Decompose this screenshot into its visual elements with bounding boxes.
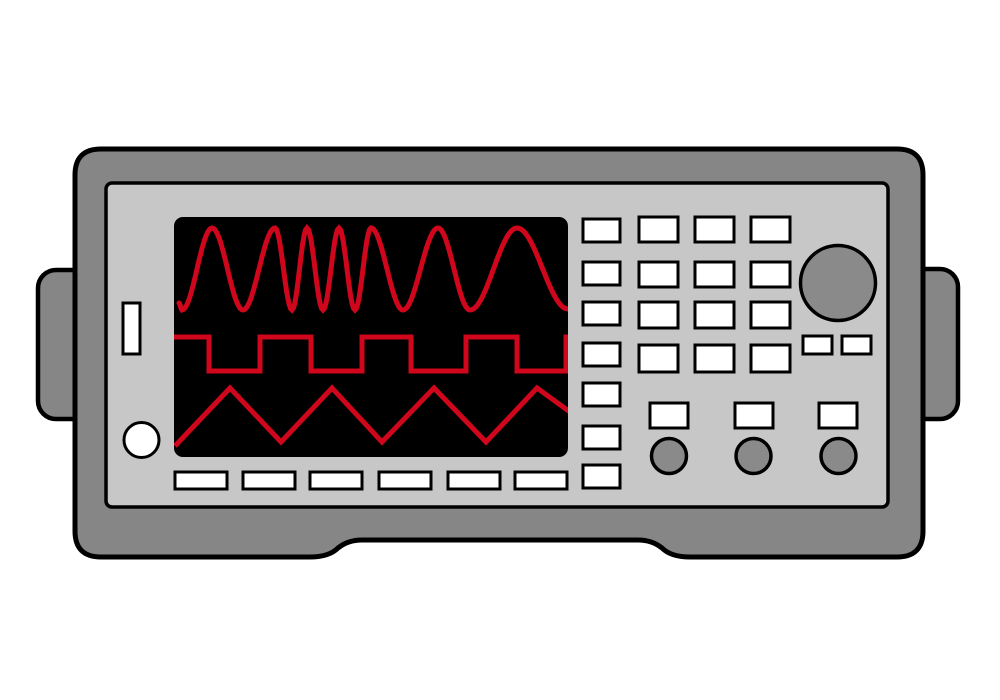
bnc-output-connector[interactable] [819, 436, 858, 476]
knob-button[interactable] [801, 334, 834, 356]
keypad-button[interactable] [749, 260, 792, 289]
keypad-button[interactable] [693, 343, 736, 374]
power-switch-slot[interactable] [121, 301, 142, 356]
keypad-button[interactable] [637, 300, 680, 330]
rotary-knob[interactable] [798, 243, 878, 323]
softkey-button[interactable] [241, 470, 297, 491]
menu-button[interactable] [581, 463, 622, 490]
keypad-button[interactable] [637, 260, 680, 289]
knob-button[interactable] [840, 334, 873, 356]
menu-button[interactable] [581, 341, 622, 368]
keypad-button[interactable] [637, 215, 680, 244]
softkey-button[interactable] [377, 470, 433, 491]
channel-button[interactable] [817, 401, 859, 430]
menu-button[interactable] [581, 424, 622, 451]
softkey-button[interactable] [513, 470, 569, 491]
softkey-row [173, 470, 569, 491]
softkey-button[interactable] [173, 470, 229, 491]
sine-waveform [176, 224, 568, 314]
channel-button[interactable] [648, 401, 690, 430]
triangle-waveform [174, 384, 568, 448]
menu-button[interactable] [581, 381, 622, 408]
softkey-button[interactable] [446, 470, 502, 491]
power-button[interactable] [122, 421, 161, 459]
keypad-button[interactable] [693, 300, 736, 330]
softkey-button[interactable] [308, 470, 364, 491]
knob-buttons [801, 334, 873, 356]
keypad-button[interactable] [749, 300, 792, 330]
output-channel-section [648, 401, 859, 476]
keypad-button[interactable] [637, 343, 680, 374]
square-waveform [174, 334, 568, 374]
bnc-output-connector[interactable] [649, 436, 689, 476]
menu-button[interactable] [581, 300, 622, 327]
keypad-button[interactable] [749, 343, 792, 374]
menu-button[interactable] [581, 260, 622, 287]
menu-button-column [581, 217, 622, 490]
keypad-button[interactable] [693, 215, 736, 244]
channel-button[interactable] [733, 401, 775, 430]
keypad-grid [637, 215, 792, 374]
keypad-button[interactable] [749, 215, 792, 244]
menu-button[interactable] [581, 217, 622, 244]
bnc-output-connector[interactable] [734, 436, 773, 476]
waveform-traces [174, 224, 568, 448]
keypad-button[interactable] [693, 260, 736, 289]
